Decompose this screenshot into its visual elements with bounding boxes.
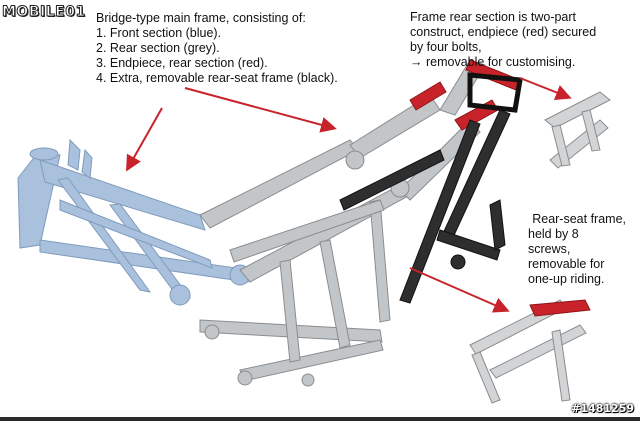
- arrow-to-rear-section: [184, 87, 337, 133]
- caption-line: removable for: [528, 257, 605, 271]
- caption-line: Frame rear section is two-part: [410, 10, 577, 24]
- caption-line: construct, endpiece (red) secured: [410, 25, 597, 39]
- caption-line: Rear-seat frame,: [532, 212, 626, 226]
- caption-line: 4. Extra, removable rear-seat frame (bla…: [96, 71, 338, 85]
- arrow-to-endpiece-inset: [519, 77, 572, 101]
- rear-seat-frame-black: [339, 72, 523, 304]
- bottom-bar: [0, 417, 640, 421]
- caption-line: by four bolts,: [410, 40, 482, 54]
- caption-line: 1. Front section (blue).: [96, 26, 222, 40]
- arrow-to-front-section: [126, 107, 163, 172]
- main-frame-caption: Bridge-type main frame, consisting of: 1…: [96, 11, 338, 86]
- mobile01-logo: MOBILE01: [2, 2, 86, 22]
- rear-section-grey: [199, 59, 486, 387]
- caption-line: one-up riding.: [528, 272, 605, 286]
- inset-endpiece-removal: [544, 91, 611, 169]
- rear-seat-frame-caption: Rear-seat frame, held by 8 screws, remov…: [528, 212, 626, 287]
- caption-line: 2. Rear section (grey).: [96, 41, 220, 55]
- caption-line: screws,: [528, 242, 571, 256]
- rear-section-caption: Frame rear section is two-part construct…: [410, 10, 596, 70]
- front-section-blue: [17, 138, 251, 306]
- caption-line: → removable for customising.: [410, 55, 576, 69]
- caption-line: 3. Endpiece, rear section (red).: [96, 56, 268, 70]
- caption-line: Bridge-type main frame, consisting of:: [96, 11, 306, 25]
- arrow-to-seat-inset: [409, 267, 510, 313]
- inset-rear-seat-endpiece-red: [529, 299, 591, 317]
- inset-rear-seat-removal: [469, 299, 587, 404]
- callout-arrows: [126, 77, 572, 313]
- logo-text: MOBILE01: [2, 4, 86, 21]
- caption-line: held by 8: [528, 227, 579, 241]
- image-id-watermark: #1481259: [571, 402, 634, 415]
